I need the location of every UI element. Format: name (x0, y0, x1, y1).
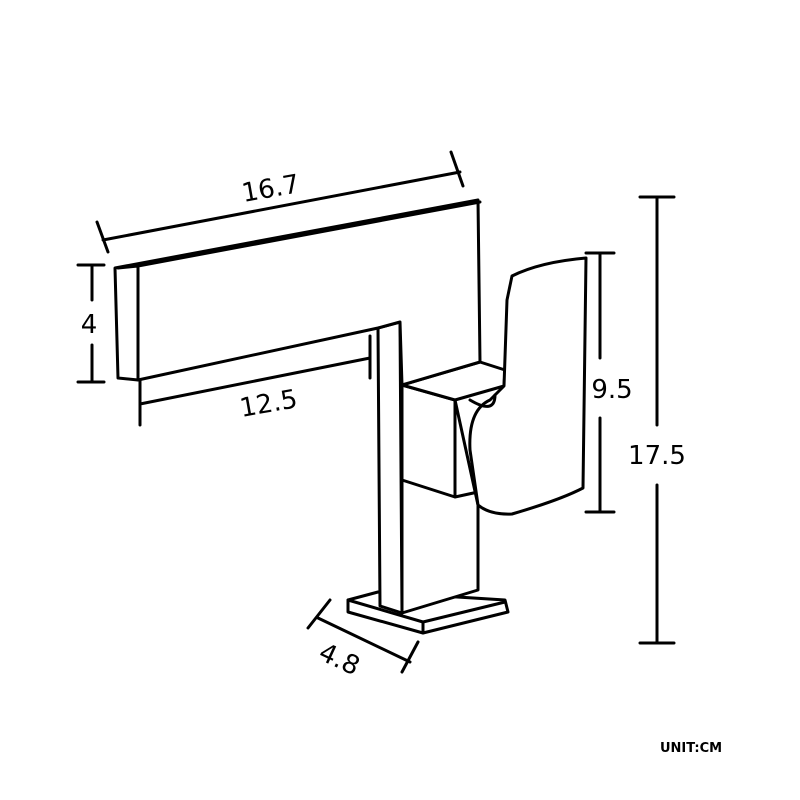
unit-label: UNIT:CM (660, 741, 722, 756)
dimension-base-depth (306, 598, 420, 674)
label-base-depth: 4.8 (314, 637, 364, 682)
dimension-spout-height (76, 263, 106, 384)
label-spout-height: 4 (81, 310, 98, 340)
faucet-spout (113, 198, 482, 387)
label-total-height: 17.5 (628, 441, 686, 471)
dimension-spout-reach (138, 334, 372, 427)
dimension-handle-height (584, 251, 616, 514)
label-handle-height: 9.5 (591, 375, 632, 405)
faucet-body (400, 360, 507, 615)
faucet-post (376, 320, 404, 615)
dimension-spout-length (95, 150, 465, 254)
faucet-handle (468, 256, 588, 516)
dimension-total-height (638, 195, 676, 645)
label-spout-reach: 12.5 (238, 384, 300, 424)
